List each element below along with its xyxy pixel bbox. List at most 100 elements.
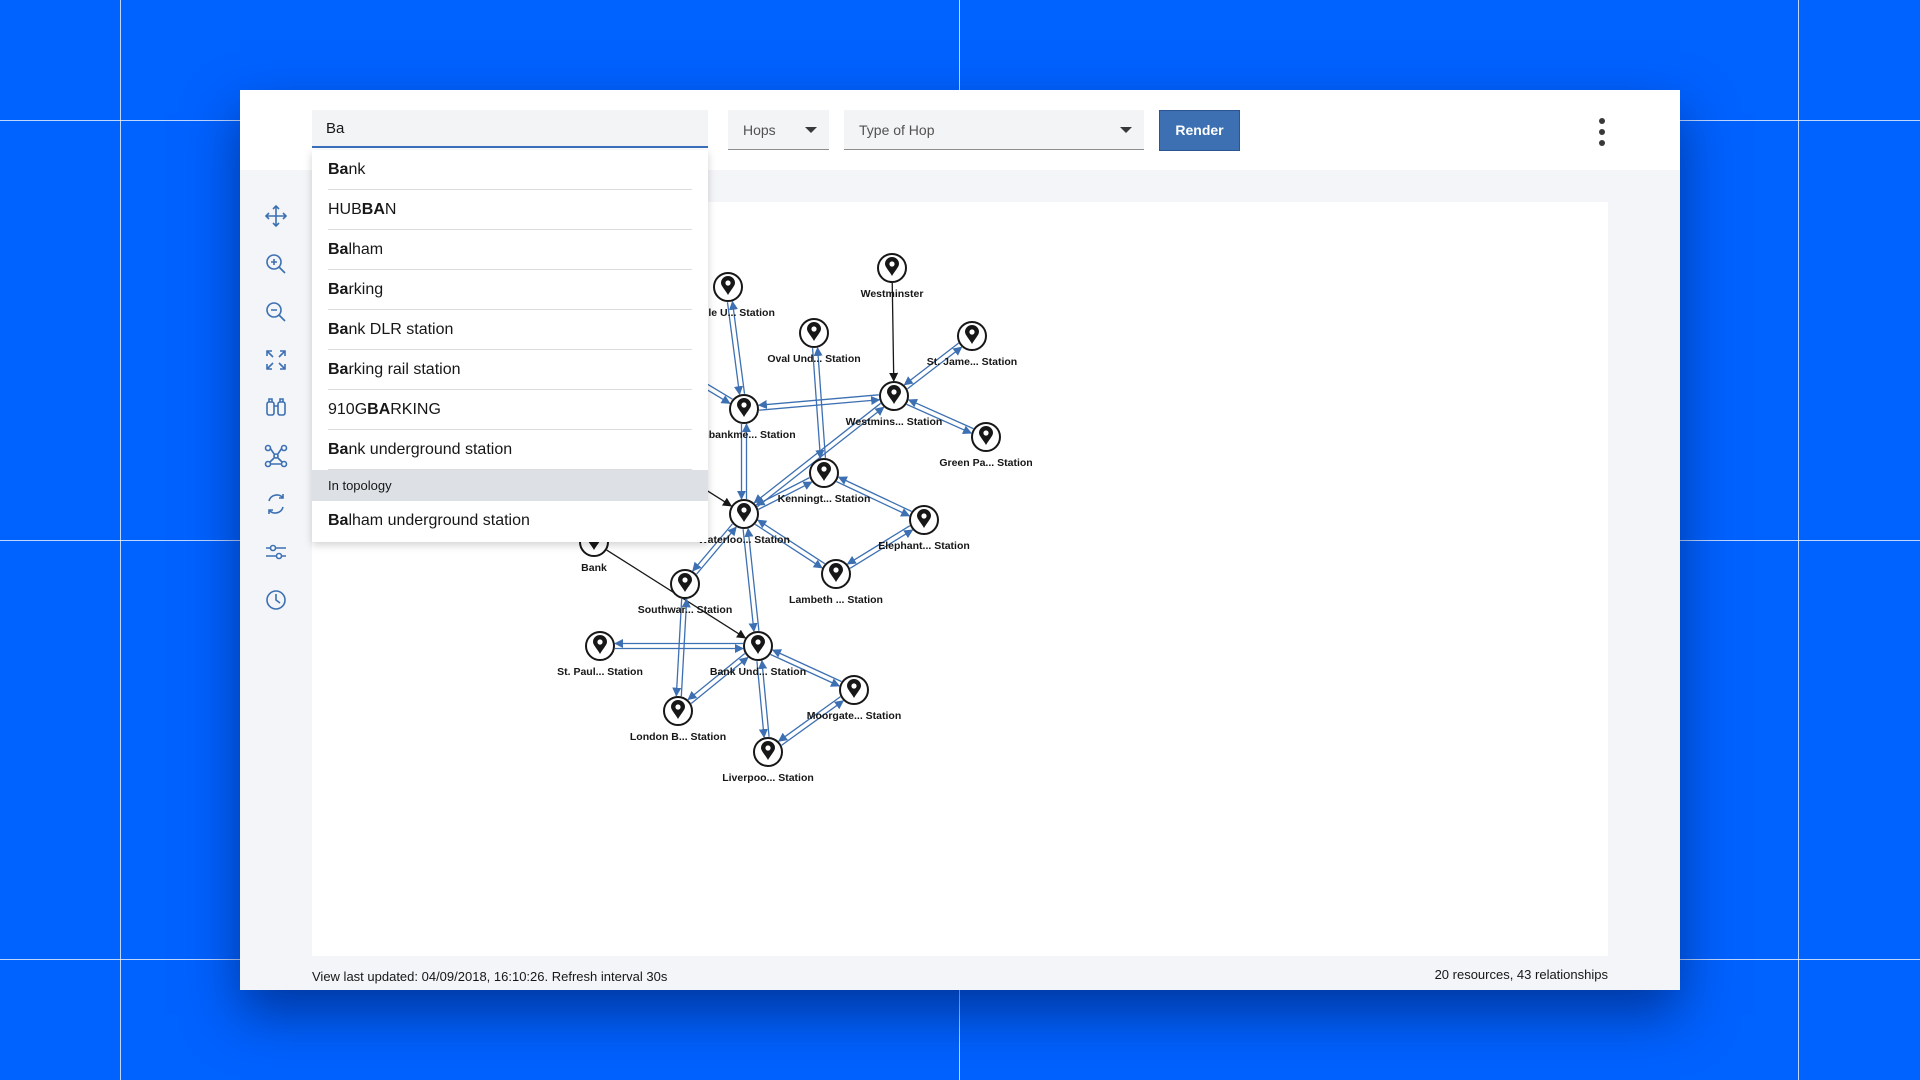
divider <box>328 189 692 190</box>
relationship-edge[interactable] <box>728 300 746 394</box>
app-window: Hops Type of Hop Render <box>240 90 1680 990</box>
resource-count-text: 20 resources, 43 relationships <box>1434 967 1608 982</box>
pin-dot <box>821 466 827 472</box>
relationship-edge[interactable] <box>726 302 744 396</box>
relationship-edge[interactable] <box>758 481 813 510</box>
relationship-edge[interactable] <box>837 476 912 512</box>
hop-type-select[interactable]: Type of Hop <box>844 110 1144 150</box>
suggestion-text: 910G <box>328 401 368 418</box>
relationship-edge[interactable] <box>889 282 899 382</box>
search-input[interactable] <box>312 110 708 148</box>
relationship-edge[interactable] <box>759 395 881 411</box>
topology-node[interactable]: Southwar... Station <box>638 569 733 616</box>
topology-node[interactable]: St. Jame... Station <box>927 321 1017 368</box>
relationship-edge[interactable] <box>836 481 911 517</box>
history-clock-icon[interactable] <box>260 584 292 616</box>
relationship-edge[interactable] <box>757 519 826 565</box>
relationship-edge[interactable] <box>680 598 691 697</box>
node-label: London B... Station <box>630 731 726 743</box>
relationship-edge[interactable] <box>742 529 758 633</box>
relationship-edge[interactable] <box>907 399 974 430</box>
relationship-edge[interactable] <box>846 525 911 565</box>
relationship-edge[interactable] <box>687 653 746 701</box>
relationship-edge[interactable] <box>906 403 973 434</box>
topology-node[interactable]: Waterloo... Station <box>698 499 790 546</box>
topology-node[interactable]: London B... Station <box>630 696 726 743</box>
divider <box>328 229 692 230</box>
refresh-icon[interactable] <box>260 488 292 520</box>
relationship-edge[interactable] <box>781 700 845 746</box>
node-label: Liverpoo... Station <box>722 772 814 784</box>
pin-dot <box>969 329 975 335</box>
relationship-edge[interactable] <box>811 348 825 460</box>
topology-icon[interactable] <box>260 440 292 472</box>
node-label: Oval Und... Station <box>767 353 860 365</box>
topology-node[interactable]: St. Paul... Station <box>557 631 643 678</box>
node-label: Bank <box>581 562 607 574</box>
suggestion-item[interactable]: Bank <box>312 150 708 190</box>
topology-node[interactable]: Lambeth ... Station <box>789 559 883 606</box>
relationship-edge[interactable] <box>672 598 683 697</box>
suggestion-text: N <box>384 201 397 218</box>
suggestion-text: lham <box>348 241 384 258</box>
filter-sliders-icon[interactable] <box>260 536 292 568</box>
relationship-edge[interactable] <box>757 394 879 410</box>
relationship-edge[interactable] <box>813 346 827 458</box>
suggestion-item[interactable]: Balham underground station <box>312 501 708 541</box>
relationship-edge[interactable] <box>849 529 914 569</box>
relationship-edge[interactable] <box>756 406 885 508</box>
pin-dot <box>811 326 817 332</box>
relationship-edge[interactable] <box>903 342 959 386</box>
topology-node[interactable]: Embankme... Station <box>692 394 796 441</box>
move-icon[interactable] <box>260 200 292 232</box>
suggestion-match: Ba <box>328 241 349 258</box>
pin-dot <box>675 704 681 710</box>
fit-to-screen-icon[interactable] <box>260 344 292 376</box>
topology-node[interactable]: Oval Und... Station <box>767 318 861 365</box>
relationship-edge[interactable] <box>758 659 770 737</box>
relationship-edge[interactable] <box>777 696 841 742</box>
render-button[interactable]: Render <box>1159 110 1240 151</box>
node-label: Lambeth ... Station <box>789 594 883 606</box>
suggestion-item[interactable]: 910GBARKING <box>312 390 708 430</box>
topology-node[interactable]: Moorgate... Station <box>807 675 902 722</box>
topology-node[interactable]: Green Pa... Station <box>939 422 1033 469</box>
binoculars-icon[interactable] <box>260 392 292 424</box>
topology-node[interactable]: Elephant... Station <box>878 505 970 552</box>
topology-node[interactable]: Liverpoo... Station <box>722 737 814 784</box>
topology-node[interactable]: Westmins... Station <box>846 381 943 428</box>
node-label: Westminster <box>861 288 924 300</box>
relationship-edge[interactable] <box>770 653 841 687</box>
relationship-edge[interactable] <box>771 649 842 683</box>
overflow-menu-icon[interactable] <box>1596 118 1608 152</box>
chevron-down-icon <box>1120 127 1132 133</box>
topology-node[interactable]: Westminster <box>861 253 924 300</box>
suggestion-text: rking <box>348 281 384 298</box>
relationship-edge[interactable] <box>690 656 749 704</box>
pin-dot <box>889 261 895 267</box>
topology-node[interactable]: Bank Und... Station <box>710 631 806 678</box>
zoom-out-icon[interactable] <box>260 296 292 328</box>
suggestion-item[interactable]: Barking <box>312 270 708 310</box>
node-label: Moorgate... Station <box>807 710 902 722</box>
pin-dot <box>921 513 927 519</box>
relationship-edge[interactable] <box>755 477 810 506</box>
relationship-edge[interactable] <box>753 402 882 504</box>
suggestion-item[interactable]: Barking rail station <box>312 350 708 390</box>
relationship-edge[interactable] <box>756 661 768 739</box>
relationship-edge[interactable] <box>907 346 963 390</box>
relationship-edge[interactable] <box>692 523 733 572</box>
hops-select[interactable]: Hops <box>728 110 829 150</box>
suggestion-item[interactable]: Bank underground station <box>312 430 708 470</box>
suggestion-item[interactable]: Balham <box>312 230 708 270</box>
relationship-edge[interactable] <box>754 523 823 569</box>
topology-node[interactable]: Kenningt... Station <box>778 458 871 505</box>
suggestion-item[interactable]: HUBBAN <box>312 190 708 230</box>
zoom-in-icon[interactable] <box>260 248 292 280</box>
suggestion-item[interactable]: Bank DLR station <box>312 310 708 350</box>
relationship-edge[interactable] <box>744 527 760 631</box>
top-bar: Hops Type of Hop Render <box>240 90 1680 170</box>
suggestion-text: nk <box>348 161 366 178</box>
node-label: Green Pa... Station <box>939 457 1032 469</box>
relationship-edge[interactable] <box>696 526 737 575</box>
